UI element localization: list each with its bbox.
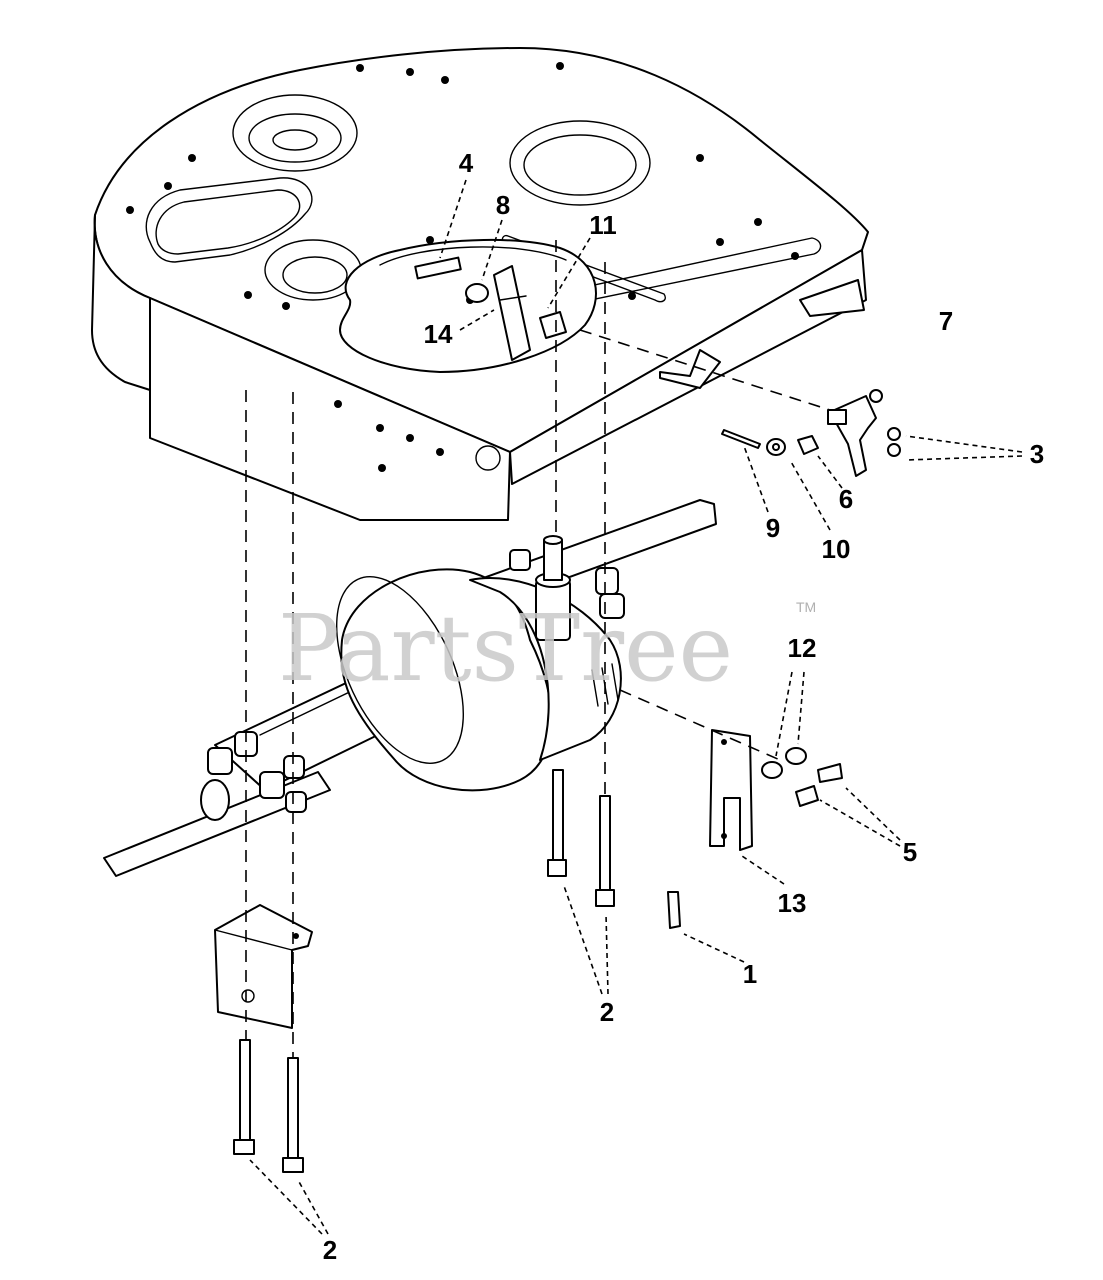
- callout-5: 5: [903, 837, 917, 867]
- pivot-assembly: [414, 256, 567, 361]
- callout-1: 1: [743, 959, 757, 989]
- lower-bracket: [214, 904, 313, 1029]
- bolts-2-center: [547, 769, 615, 907]
- callout-13: 13: [778, 888, 807, 918]
- callout-6: 6: [839, 484, 853, 514]
- watermark: PartsTree: [278, 595, 733, 702]
- hardware-7-10-6: [721, 429, 819, 456]
- callout-2-center: 2: [600, 997, 614, 1027]
- callout-12: 11: [589, 210, 617, 240]
- frame-deck: [91, 47, 869, 521]
- callout-3: 3: [1030, 439, 1044, 469]
- callout-10: 10: [822, 534, 851, 564]
- bracket-13: [709, 729, 753, 851]
- callout-2-lower: 2: [323, 1235, 337, 1265]
- brake-bracket: [659, 349, 901, 477]
- leader-lines: [249, 179, 1023, 1235]
- callout-4: 4: [459, 148, 474, 178]
- callout-9: 8: [496, 190, 510, 220]
- alignment-lines: [245, 240, 831, 1058]
- callout-7: 9: [766, 513, 780, 543]
- washers-11: [761, 747, 807, 779]
- bolts-2-left: [233, 1039, 304, 1173]
- callout-14: 14: [424, 319, 453, 349]
- transaxle: [103, 499, 717, 877]
- bolts-5: [795, 763, 843, 807]
- watermark-trademark: TM: [796, 599, 816, 615]
- callout-8: 7: [939, 306, 953, 336]
- callout-11: 12: [788, 633, 817, 663]
- pin-1: [667, 891, 681, 929]
